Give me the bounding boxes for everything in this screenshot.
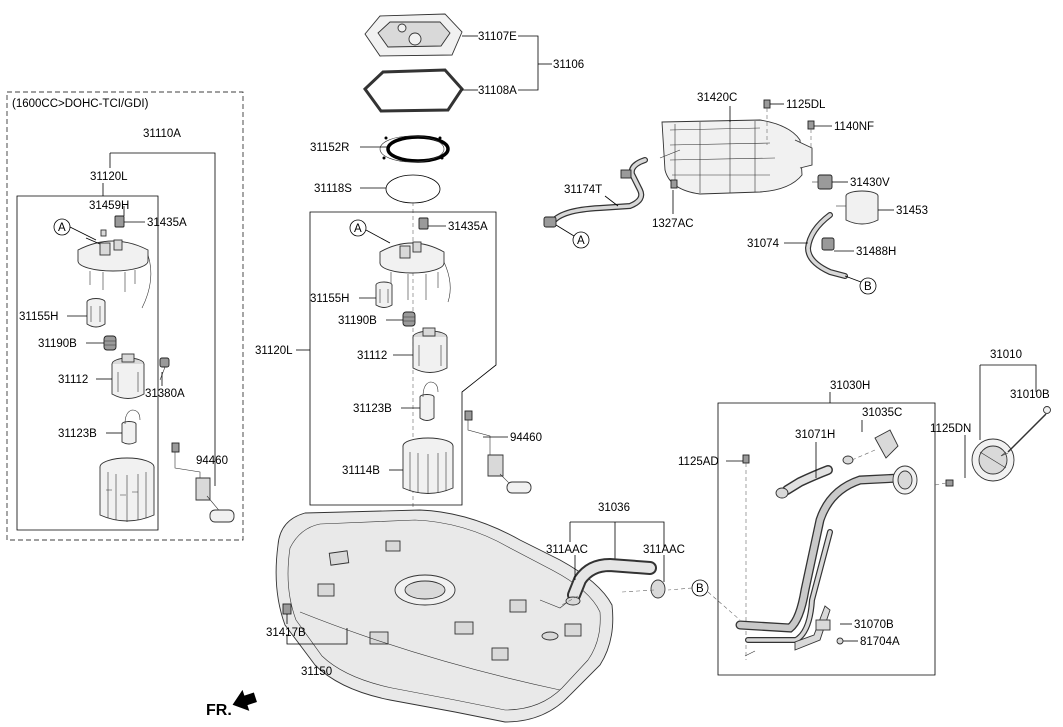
bolt-1125dn — [945, 479, 954, 487]
label-31380a: 31380A — [145, 388, 185, 400]
label-31112-left: 31112 — [58, 374, 88, 386]
label-31417b: 31417B — [266, 627, 306, 639]
variant-box-1600cc: (1600CC>DOHC-TCI/GDI) A — [6, 91, 244, 541]
connector-31435a-center — [418, 217, 429, 230]
label-94460-center: 94460 — [510, 432, 542, 444]
pump-flange-left — [77, 237, 152, 309]
bolt-31417b — [282, 603, 348, 645]
label-31112-center: 31112 — [357, 350, 387, 362]
label-31123b-left: 31123B — [58, 428, 97, 440]
filler-neck-box: B — [667, 392, 954, 676]
label-31459h: 31459H — [89, 200, 129, 212]
connector-31435a-left — [114, 215, 125, 228]
label-31190b-center: 31190B — [338, 315, 377, 327]
label-31123b-center: 31123B — [353, 403, 392, 415]
label-31010: 31010 — [990, 349, 1022, 361]
label-31036: 31036 — [598, 502, 630, 514]
filter-31453 — [836, 190, 879, 225]
label-31152r: 31152R — [310, 142, 349, 154]
label-31120l-left: 31120L — [90, 171, 128, 183]
label-31120l-center: 31120L — [255, 345, 293, 357]
filter-31155h-center — [375, 281, 393, 308]
filter-31155h-left — [86, 298, 106, 328]
label-311aac-left: 311AAC — [546, 544, 588, 556]
sender-94460-center — [464, 410, 532, 494]
bolt-1125ad — [742, 454, 750, 464]
ref-marker-a-canister — [572, 231, 590, 249]
sensor-31380a-left — [159, 357, 170, 381]
label-31106: 31106 — [553, 59, 584, 71]
ref-marker-b-canister — [859, 277, 877, 295]
label-31190b-left: 31190B — [38, 338, 77, 350]
ref-marker-a-center-text: A — [354, 223, 362, 235]
front-label: FR. — [206, 702, 232, 719]
pump-flange-center — [379, 241, 451, 303]
label-31107e: 31107E — [478, 31, 517, 43]
vapor-hose-31174t: A — [543, 157, 648, 249]
label-31114b: 31114B — [342, 465, 380, 477]
label-1125dn: 1125DN — [930, 423, 971, 435]
canister-assembly — [659, 99, 815, 195]
label-81704a: 81704A — [860, 636, 900, 648]
ref-marker-a-center — [349, 219, 367, 237]
part-labels: 31107E 31108A 31106 31152R 31118S 31110A… — [19, 31, 1050, 678]
label-311aac-right: 311AAC — [643, 544, 685, 556]
label-31010b: 31010B — [1010, 389, 1050, 401]
pump-31112-center — [412, 327, 448, 373]
sender-94460-left — [171, 442, 235, 523]
motor-31123b-left — [121, 409, 141, 445]
front-direction-indicator: FR. — [206, 689, 257, 719]
label-31488h: 31488H — [856, 246, 896, 258]
ref-marker-a-left-text: A — [58, 222, 66, 234]
filler-hose-31036 — [559, 521, 666, 607]
label-31155h-left: 31155H — [19, 311, 58, 323]
hose-31074: B — [804, 212, 877, 295]
label-31030h: 31030H — [830, 380, 870, 392]
label-31453: 31453 — [896, 205, 928, 217]
ref-marker-a-canister-text: A — [577, 235, 585, 247]
label-94460-left: 94460 — [196, 455, 228, 467]
reservoir-cup-center — [402, 437, 454, 494]
label-31074: 31074 — [747, 238, 780, 250]
label-31071h: 31071H — [795, 429, 835, 441]
center-module-box: A — [296, 211, 532, 506]
label-31174t: 31174T — [564, 184, 602, 196]
label-1140nf: 1140NF — [834, 121, 874, 133]
label-31070b: 31070B — [854, 619, 894, 631]
label-31035c: 31035C — [862, 407, 902, 419]
label-31155h-center: 31155H — [310, 293, 349, 305]
regulator-31190b-left — [103, 335, 117, 351]
label-31150: 31150 — [301, 666, 332, 678]
variant-label: (1600CC>DOHC-TCI/GDI) — [12, 98, 149, 110]
label-1125ad: 1125AD — [678, 456, 719, 468]
label-31118s: 31118S — [314, 183, 352, 195]
ref-marker-b-neck-text: B — [696, 583, 704, 595]
label-31420c: 31420C — [697, 92, 737, 104]
label-31435a-left: 31435A — [147, 217, 187, 229]
motor-31123b-center — [419, 381, 439, 421]
leader-lines — [67, 35, 1037, 642]
label-1125dl: 1125DL — [786, 99, 826, 111]
fuel-cap-31010 — [971, 364, 1051, 482]
pump-31112-left — [111, 353, 145, 399]
reservoir-cup-left — [99, 457, 155, 522]
label-31430v: 31430V — [850, 177, 890, 189]
label-1327ac: 1327AC — [652, 218, 694, 230]
top-cover-stack — [363, 13, 464, 515]
valve-31430v — [812, 174, 833, 190]
label-31435a-center: 31435A — [448, 221, 488, 233]
label-31110a: 31110A — [143, 128, 181, 140]
fuel-tank-31150 — [275, 509, 614, 723]
ref-marker-b-canister-text: B — [864, 281, 872, 293]
label-31108a: 31108A — [478, 85, 517, 97]
regulator-31190b-center — [402, 311, 416, 327]
